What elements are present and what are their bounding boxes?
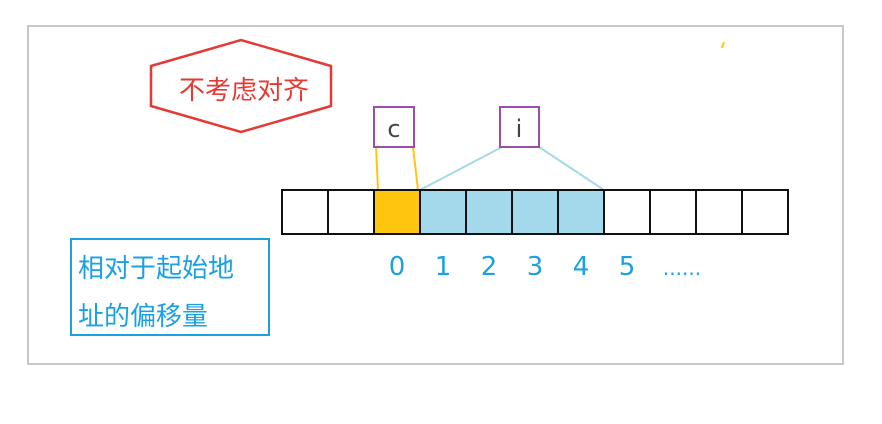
offset-index-label: 4 bbox=[573, 252, 590, 282]
memory-cell bbox=[373, 189, 421, 235]
memory-cell bbox=[281, 189, 329, 235]
memory-cell bbox=[511, 189, 559, 235]
connector-lines bbox=[375, 146, 605, 191]
title-badge: 不考虑对齐 bbox=[149, 38, 333, 134]
title-badge-text: 不考虑对齐 bbox=[179, 76, 309, 106]
hexagon-shape bbox=[149, 38, 333, 134]
offset-caption-line-2: 址的偏移量 bbox=[78, 302, 209, 332]
offset-index-label: 2 bbox=[481, 252, 498, 282]
offset-index-label: ...... bbox=[663, 256, 701, 280]
member-label-c: c bbox=[373, 106, 415, 148]
member-label-c-box bbox=[373, 106, 415, 148]
memory-cells bbox=[281, 189, 789, 235]
member-label-i-box bbox=[499, 106, 540, 148]
memory-cell bbox=[465, 189, 513, 235]
connector-line-c-right bbox=[412, 146, 419, 191]
memory-cell bbox=[741, 189, 789, 235]
offset-caption-line-1: 相对于起始地 bbox=[78, 254, 235, 284]
memory-cell bbox=[695, 189, 743, 235]
memory-cell bbox=[649, 189, 697, 235]
offset-index-label: 3 bbox=[527, 252, 544, 282]
connector-line-i-right bbox=[538, 146, 605, 191]
member-label-i-text: i bbox=[516, 115, 523, 143]
member-label-c-text: c bbox=[387, 115, 400, 143]
offset-caption-box: 相对于起始地 址的偏移量 bbox=[70, 238, 270, 336]
memory-cell bbox=[419, 189, 467, 235]
connector-line-i-left bbox=[419, 146, 503, 191]
stray-mark bbox=[721, 41, 725, 49]
connector-line-c-left bbox=[375, 146, 379, 191]
memory-cell bbox=[557, 189, 605, 235]
memory-cell bbox=[327, 189, 375, 235]
member-label-i: i bbox=[499, 106, 540, 148]
offset-index-label: 0 bbox=[389, 252, 406, 282]
memory-cell bbox=[603, 189, 651, 235]
offset-index-label: 5 bbox=[619, 252, 636, 282]
offset-index-label: 1 bbox=[435, 252, 452, 282]
